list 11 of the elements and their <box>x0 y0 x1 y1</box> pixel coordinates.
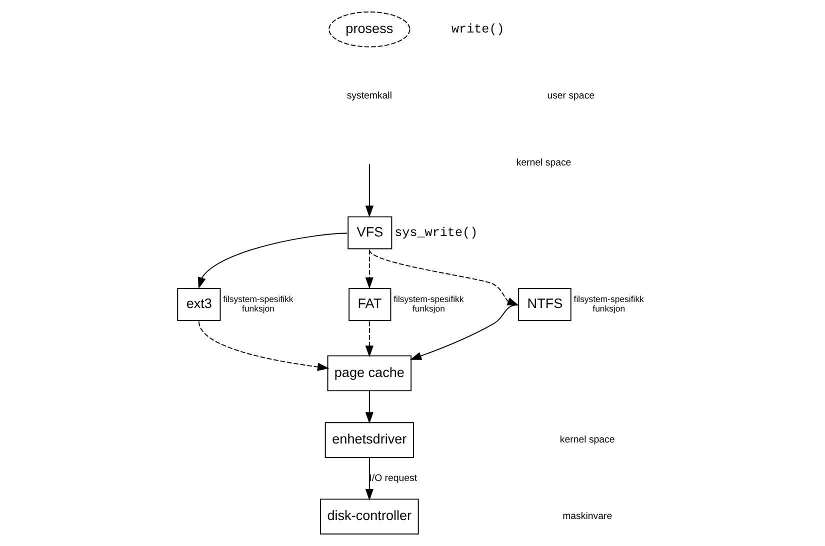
label: kernel space <box>516 157 571 168</box>
label: maskinvare <box>562 511 612 522</box>
node-label: filsystem-spesifikk funksjon <box>393 294 464 314</box>
node-label: sys_write() <box>394 226 478 240</box>
label: user space <box>546 90 594 102</box>
node-label: write() <box>450 22 504 37</box>
node-label: filsystem-spesifikk funksjon <box>573 294 644 314</box>
label: kernel space <box>559 434 614 446</box>
node-label: filsystem-spesifikk funksjon <box>222 294 293 314</box>
label: systemkall <box>346 90 392 102</box>
edge-label: I/O request <box>368 472 417 484</box>
